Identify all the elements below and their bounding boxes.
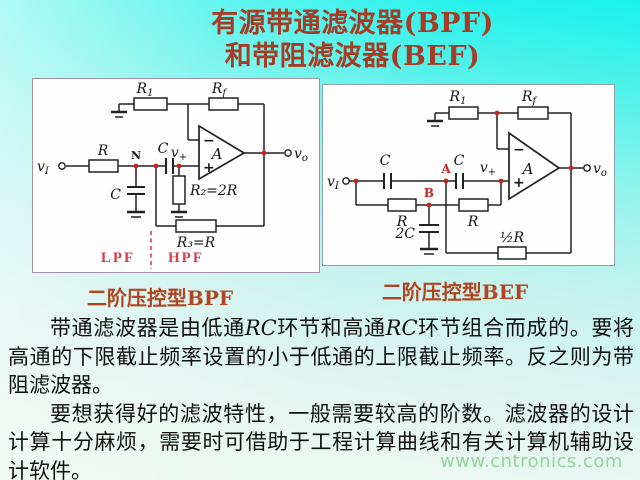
bef-label-vo: vo [593,161,607,179]
bpf-opamp-label: A [210,145,223,163]
bef-resistors [387,106,549,260]
bef-resistor-ra [387,198,417,212]
bef-label-node-b: B [424,186,434,200]
bpf-label-r1: R1 [136,81,154,99]
p1-rc-2: RC [385,316,418,340]
bef-opamp-plus-sign: + [513,175,525,191]
bpf-label-rin: R [97,143,109,159]
bef-output-terminal [583,164,591,172]
bef-resistor-rf [517,106,549,120]
bpf-input-terminal [58,162,66,170]
bpf-grounds [111,110,187,218]
bef-input-terminal [342,177,350,185]
bpf-resistor-r2 [172,175,186,205]
paragraph-1: 带通滤波器是由低通RC环节和高通RC环节组合而成的。要将高通的下限截止频率设置的… [8,314,634,400]
bef-capacitor-c1 [383,173,392,189]
bpf-label-cseries: C [158,141,169,157]
bpf-circuit-diagram: R1 Rf R N C C v+ − + A R₂=2R R₃=R vI vo … [32,78,320,273]
bpf-label-hpf: HPF [168,250,204,266]
bef-schematic: R1 Rf C C A B v+ − + A R R 2C ½R vI vo [327,89,607,260]
bef-opamp-triangle [508,131,561,201]
bpf-resistor-rin [88,159,119,173]
bef-label-halfr: ½R [500,230,525,246]
bpf-opamp-minus-sign: − [203,133,215,149]
bef-opamp-label: A [521,160,534,178]
bpf-schematic: R1 Rf R N C C v+ − + A R₂=2R R₃=R vI vo … [37,81,308,269]
bpf-resistor-rf [208,97,239,111]
bef-caption: 二阶压控型BEF [381,280,529,304]
p1-seg-3: 环节组合而成的。要将高通的下限截止频率设置的小于低通的上限截止频率。反之则为带阻… [8,316,635,397]
bef-label-ra: R [396,214,408,230]
p1-rc-1: RC [244,316,277,340]
bef-junction-dots [353,110,574,208]
bpf-opamp-triangle [198,124,246,181]
bef-label-rf: Rf [521,89,539,107]
p1-seg-2: 环节和高通 [276,316,386,340]
bpf-label-r3: R₃=R [176,235,216,251]
paragraph-2: 要想获得好的滤波特性，一般需要较高的阶数。滤波器的设计计算十分麻烦，需要时可借助… [8,401,634,480]
bef-label-c2: C [454,153,465,169]
bef-label-r1: R1 [449,89,467,107]
page-title: 有源带通滤波器(BPF) 和带阻滤波器(BEF) [65,7,640,73]
bef-circuit-diagram: R1 Rf C C A B v+ − + A R R 2C ½R vI vo [322,84,615,266]
bpf-label-vplus: v+ [171,145,187,163]
bef-label-rb: R [467,214,479,230]
bpf-label-rf: Rf [211,81,229,99]
bef-label-2c: 2C [394,226,415,242]
bpf-junction-dots [133,150,267,169]
body-text: 带通滤波器是由低通RC环节和高通RC环节组合而成的。要将高通的下限截止频率设置的… [8,314,634,480]
bpf-opamp-plus-sign: + [203,160,215,176]
bpf-output-terminal [284,149,292,157]
bef-capacitor-c2 [455,173,464,189]
bef-resistor-rb [458,198,489,212]
bpf-caption: 二阶压控型BPF [86,286,234,310]
bef-label-c1: C [380,153,391,169]
title-line-2: 和带阻滤波器(BEF) [224,41,481,72]
bpf-label-lpf: LPF [101,250,135,266]
bef-resistor-halfr [497,246,527,260]
p1-seg-1: 带通滤波器是由低通 [50,316,245,340]
bpf-capacitors [127,158,174,195]
bpf-resistor-r1 [133,97,168,111]
bef-resistor-r1 [448,106,479,120]
bpf-resistor-r3 [175,219,217,233]
bpf-label-vi: vI [37,159,50,177]
bpf-label-vo: vo [294,146,308,164]
bef-label-node-a: A [440,162,451,176]
bef-capacitors [383,173,464,233]
title-line-1: 有源带通滤波器(BPF) [211,8,494,39]
watermark: www.cntronics.com [440,451,623,472]
bpf-label-node-n: N [131,149,141,162]
bef-opamp-minus-sign: − [513,142,525,158]
bef-label-vi: vI [327,174,340,192]
bef-capacitor-2c [419,224,439,233]
bpf-label-r2: R₂=2R [189,183,238,199]
bpf-label-cshunt: C [110,187,121,203]
bef-label-vplus: v+ [480,160,496,178]
bpf-shunt-capacitor [127,186,145,195]
bpf-series-capacitor [165,158,174,174]
bpf-resistors [88,97,239,233]
bef-grounds [420,119,443,255]
